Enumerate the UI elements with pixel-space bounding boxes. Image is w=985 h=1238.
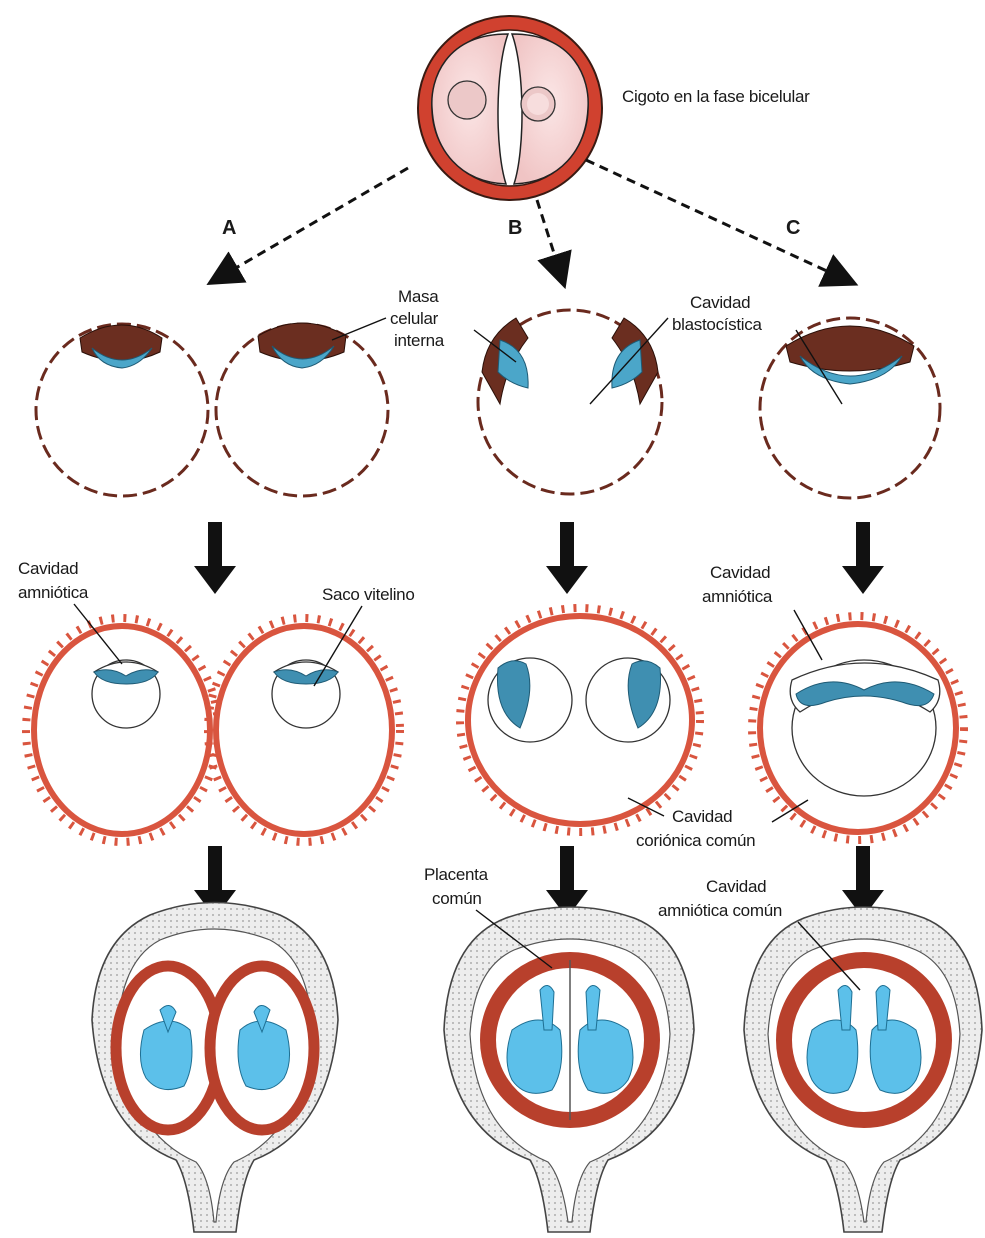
uterus-c [744, 907, 982, 1232]
chorionic-cavity-label-1: Cavidad [672, 807, 732, 826]
blastocyst-a-left [36, 324, 208, 496]
common-amnion-label-2: amniótica común [658, 901, 782, 920]
common-amnion-label-1: Cavidad [706, 877, 766, 896]
icm-label-2: celular [390, 309, 439, 328]
blastocyst-c [760, 318, 940, 498]
zygote-illustration [418, 16, 602, 200]
icm-label-3: interna [394, 331, 445, 350]
path-label-b: B [508, 217, 522, 239]
blastocyst-b [478, 310, 662, 494]
path-label-c: C [786, 217, 800, 239]
solid-arrow-c1 [842, 522, 884, 594]
icm-label-1: Masa [398, 287, 439, 306]
solid-arrow-b1 [546, 522, 588, 594]
uterus-b [444, 907, 694, 1232]
blastocoel-label-1: Cavidad [690, 293, 750, 312]
amnion-a-label-1: Cavidad [18, 559, 78, 578]
solid-arrows-1 [194, 522, 884, 594]
chorion-a-right [208, 618, 400, 842]
dashed-arrow-c [586, 160, 842, 278]
uterus-a [92, 903, 338, 1233]
blastocyst-a-right [216, 323, 388, 496]
amnion-c-label-1: Cavidad [710, 563, 770, 582]
dashed-arrow-a [222, 168, 408, 276]
solid-arrow-a1 [194, 522, 236, 594]
placenta-label-2: común [432, 889, 482, 908]
amnion-c-label-2: amniótica [702, 587, 773, 606]
chorion-a-left [26, 618, 218, 842]
chorion-c [752, 616, 964, 840]
zygote-label: Cigoto en la fase bicelular [622, 87, 810, 106]
path-label-a: A [222, 217, 236, 239]
dashed-arrow-b [537, 200, 560, 272]
yolk-sac-label: Saco vitelino [322, 585, 415, 604]
blastocoel-label-2: blastocística [672, 315, 762, 334]
chorion-b [460, 608, 700, 832]
chorionic-cavity-label-2: coriónica común [636, 831, 755, 850]
amnion-a-label-2: amniótica [18, 583, 89, 602]
placenta-label-1: Placenta [424, 865, 489, 884]
